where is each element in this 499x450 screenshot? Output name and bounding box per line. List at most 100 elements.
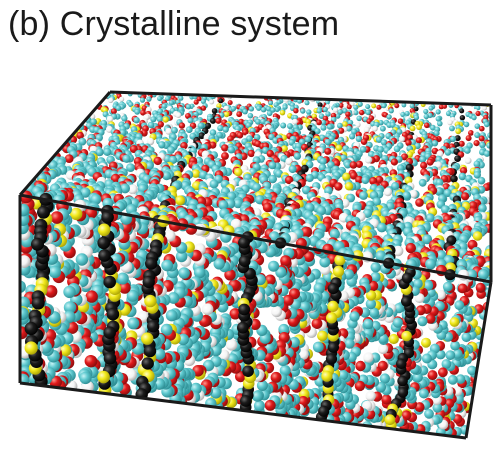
- red-atom: [355, 360, 366, 372]
- black-atom: [106, 307, 120, 321]
- cyan-atom: [299, 301, 310, 313]
- yellow-atom: [344, 182, 354, 191]
- yellow-atom: [401, 330, 412, 342]
- cyan-atom: [165, 309, 178, 322]
- red-atom: [414, 402, 425, 413]
- white-atom: [271, 306, 283, 318]
- cyan-atom: [260, 107, 267, 113]
- black-atom: [218, 98, 224, 104]
- white-atom: [414, 293, 425, 304]
- red-atom: [431, 147, 439, 155]
- red-atom: [224, 269, 236, 281]
- red-atom: [438, 367, 448, 378]
- cyan-atom: [63, 285, 76, 299]
- cyan-atom: [475, 105, 481, 111]
- cyan-atom: [380, 139, 388, 146]
- black-atom: [211, 108, 218, 114]
- cyan-atom: [402, 191, 411, 200]
- cyan-atom: [253, 400, 265, 412]
- yellow-atom: [216, 103, 222, 109]
- cyan-atom: [156, 116, 163, 123]
- black-atom: [98, 249, 111, 262]
- cyan-atom: [423, 113, 429, 120]
- cyan-atom: [193, 266, 206, 279]
- cyan-atom: [185, 126, 193, 133]
- black-atom: [210, 117, 216, 124]
- cyan-atom: [376, 222, 387, 233]
- red-atom: [458, 140, 465, 147]
- cyan-atom: [409, 103, 415, 109]
- yellow-atom: [421, 337, 431, 348]
- red-atom: [229, 308, 241, 320]
- cyan-atom: [48, 265, 62, 279]
- cyan-atom: [418, 178, 427, 187]
- red-atom: [140, 109, 146, 116]
- cyan-atom: [158, 141, 166, 149]
- yellow-atom: [472, 231, 483, 241]
- red-atom: [110, 173, 121, 184]
- cyan-atom: [320, 119, 327, 126]
- red-atom: [193, 99, 199, 105]
- cyan-atom: [449, 135, 457, 143]
- red-atom: [221, 144, 229, 152]
- cyan-atom: [133, 117, 140, 124]
- cyan-atom: [248, 106, 255, 112]
- yellow-atom: [321, 370, 333, 382]
- cyan-atom: [483, 150, 491, 157]
- red-atom: [247, 149, 255, 158]
- cyan-atom: [357, 101, 363, 107]
- cyan-atom: [455, 374, 466, 384]
- red-atom: [157, 121, 164, 128]
- red-atom: [285, 175, 294, 185]
- cyan-atom: [79, 371, 92, 385]
- cyan-atom: [233, 198, 244, 209]
- box-edge: [19, 193, 492, 284]
- cyan-atom: [122, 154, 131, 163]
- cyan-atom: [78, 137, 87, 146]
- white-atom: [292, 118, 298, 125]
- red-atom: [345, 111, 351, 117]
- red-atom: [324, 147, 332, 155]
- white-atom: [435, 289, 446, 300]
- cyan-atom: [268, 161, 277, 170]
- yellow-atom: [332, 265, 345, 277]
- yellow-atom: [326, 312, 338, 324]
- yellow-atom: [342, 121, 348, 128]
- black-atom: [240, 395, 252, 407]
- cyan-atom: [324, 100, 330, 105]
- white-atom: [332, 107, 339, 113]
- cyan-atom: [128, 101, 134, 108]
- black-atom: [453, 141, 460, 149]
- cyan-atom: [473, 171, 481, 179]
- cyan-atom: [353, 104, 359, 110]
- cyan-atom: [293, 152, 302, 160]
- cyan-atom: [251, 390, 263, 402]
- white-atom: [371, 125, 378, 132]
- cyan-atom: [327, 161, 335, 169]
- cyan-atom: [150, 116, 157, 123]
- cyan-atom: [305, 173, 314, 183]
- cyan-atom: [316, 108, 322, 114]
- white-atom: [127, 184, 138, 195]
- box-edge: [109, 90, 492, 107]
- cyan-atom: [417, 316, 428, 327]
- cyan-atom: [351, 128, 358, 135]
- cyan-atom: [275, 266, 287, 278]
- cyan-atom: [319, 256, 331, 268]
- white-atom: [175, 112, 182, 118]
- cyan-atom: [314, 128, 321, 135]
- cyan-atom: [197, 122, 205, 129]
- white-atom: [225, 339, 238, 351]
- cyan-atom: [461, 332, 472, 343]
- cyan-atom: [435, 109, 441, 115]
- red-atom: [44, 285, 58, 298]
- cyan-atom: [437, 120, 443, 127]
- cyan-atom: [75, 253, 89, 266]
- cyan-atom: [325, 111, 331, 117]
- black-atom: [405, 163, 414, 172]
- red-atom: [266, 149, 274, 158]
- cyan-atom: [274, 106, 280, 113]
- cyan-atom: [471, 115, 477, 121]
- red-atom: [397, 118, 404, 124]
- black-atom: [459, 108, 465, 114]
